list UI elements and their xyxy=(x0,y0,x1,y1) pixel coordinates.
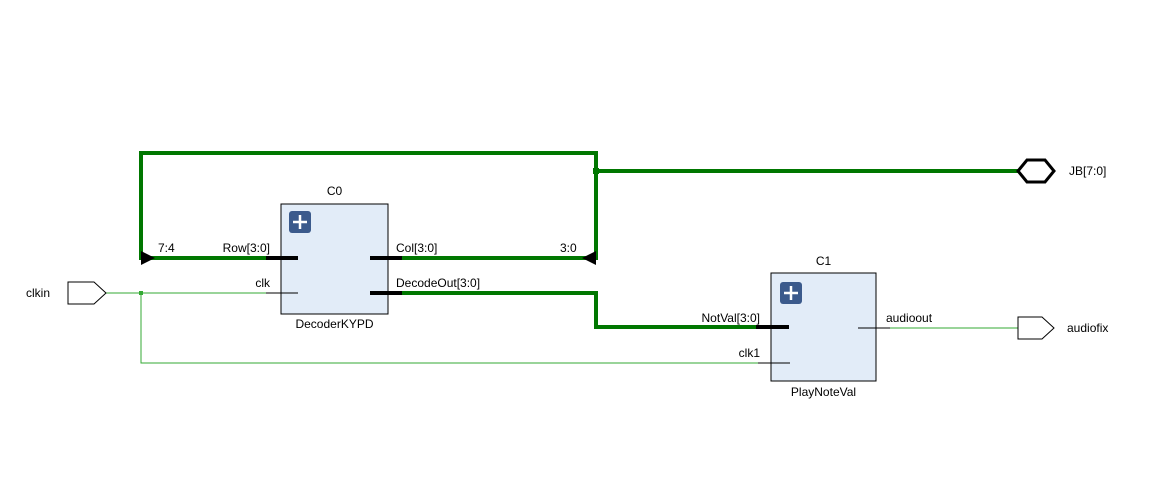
expand-plus-icon[interactable] xyxy=(289,211,311,233)
bus-tap-label-row: 7:4 xyxy=(158,241,175,255)
block-c0-instance-name: C0 xyxy=(327,184,343,198)
inout-bus-port-icon xyxy=(1016,158,1056,184)
pin-label-notval: NotVal[3:0] xyxy=(702,311,760,325)
block-c1-module-name: PlayNoteVal xyxy=(791,385,856,399)
pin-label-decodeout: DecodeOut[3:0] xyxy=(396,276,480,290)
port-label-clkin: clkin xyxy=(26,286,50,300)
bus-tap-label-col: 3:0 xyxy=(560,241,577,255)
port-jb[interactable]: JB[7:0] xyxy=(1016,158,1106,184)
net-jb-bus[interactable] xyxy=(139,151,1020,260)
net-decodeout-bus[interactable] xyxy=(400,291,768,329)
block-c1[interactable]: C1 PlayNoteVal NotVal[3:0] clk1 audioout xyxy=(702,254,933,399)
block-c1-instance-name: C1 xyxy=(816,254,832,268)
input-port-icon xyxy=(67,281,107,305)
pin-label-col: Col[3:0] xyxy=(396,241,437,255)
bus-junction xyxy=(593,168,599,174)
wire-junction xyxy=(139,291,143,295)
port-label-jb: JB[7:0] xyxy=(1069,164,1106,178)
pin-label-clk1: clk1 xyxy=(739,346,761,360)
block-c0[interactable]: C0 DecoderKYPD Row[3:0] clk Col[3:0] Dec… xyxy=(223,184,480,331)
port-clkin[interactable]: clkin xyxy=(26,281,107,305)
pin-label-clk: clk xyxy=(255,276,271,290)
port-label-audiofix: audiofix xyxy=(1067,321,1108,335)
pin-label-row: Row[3:0] xyxy=(223,241,270,255)
expand-plus-icon[interactable] xyxy=(780,282,802,304)
pin-label-audioout: audioout xyxy=(886,311,933,325)
port-audiofix[interactable]: audiofix xyxy=(1017,316,1108,340)
output-port-icon xyxy=(1017,316,1055,340)
block-c0-module-name: DecoderKYPD xyxy=(295,317,373,331)
bus-ripper-row xyxy=(141,251,155,265)
bus-ripper-col xyxy=(582,251,596,265)
